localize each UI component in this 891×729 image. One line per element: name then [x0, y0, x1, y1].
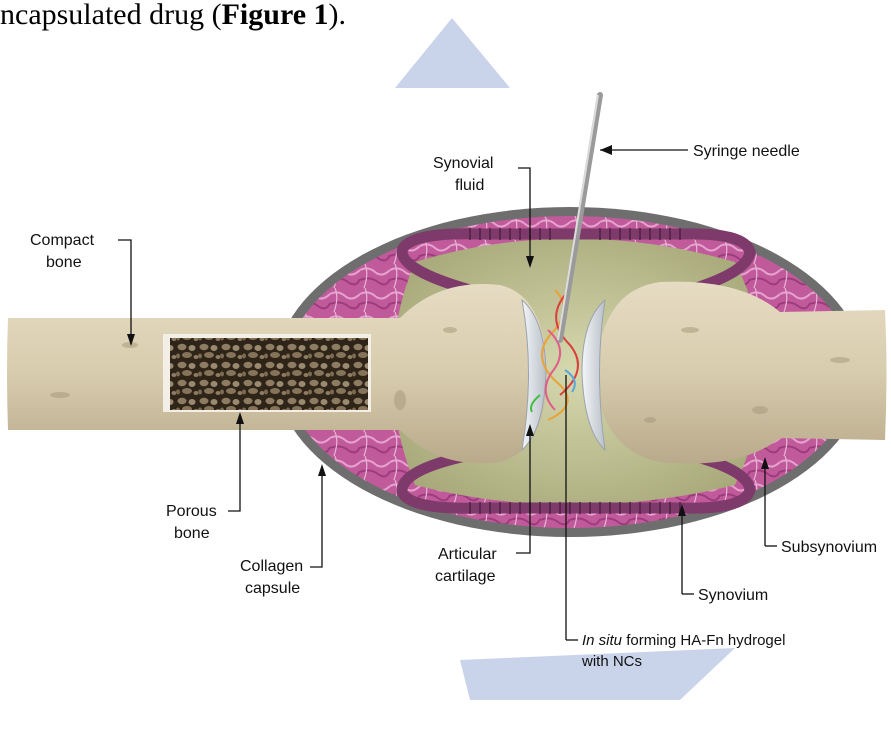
- label-porous-bone-line1: Porous: [166, 503, 217, 520]
- label-compact-bone-line1: Compact: [30, 232, 95, 249]
- label-synovial-fluid-line1: Synovial: [433, 155, 493, 172]
- label-collagen-capsule-line1: Collagen: [240, 558, 303, 575]
- label-articular-cartilage-line1: Articular: [438, 546, 497, 563]
- label-collagen-capsule-line2: capsule: [245, 580, 300, 597]
- right-bone: [596, 282, 887, 464]
- label-articular-cartilage-line2: cartilage: [435, 568, 496, 585]
- label-hydrogel-line1: In situ forming HA-Fn hydrogel: [582, 632, 785, 649]
- label-hydrogel-italic: In situ: [582, 632, 623, 649]
- label-hydrogel-line2: with NCs: [581, 653, 642, 670]
- label-synovial-fluid-line2: fluid: [455, 177, 484, 194]
- label-synovium: Synovium: [698, 587, 768, 604]
- label-syringe-needle: Syringe needle: [693, 143, 800, 160]
- label-porous-bone-line2: bone: [174, 525, 210, 542]
- porous-bone: [170, 338, 368, 410]
- label-subsynovium: Subsynovium: [781, 539, 877, 556]
- label-compact-bone-line2: bone: [46, 254, 82, 271]
- label-hydrogel-rest: forming HA-Fn hydrogel: [622, 632, 785, 649]
